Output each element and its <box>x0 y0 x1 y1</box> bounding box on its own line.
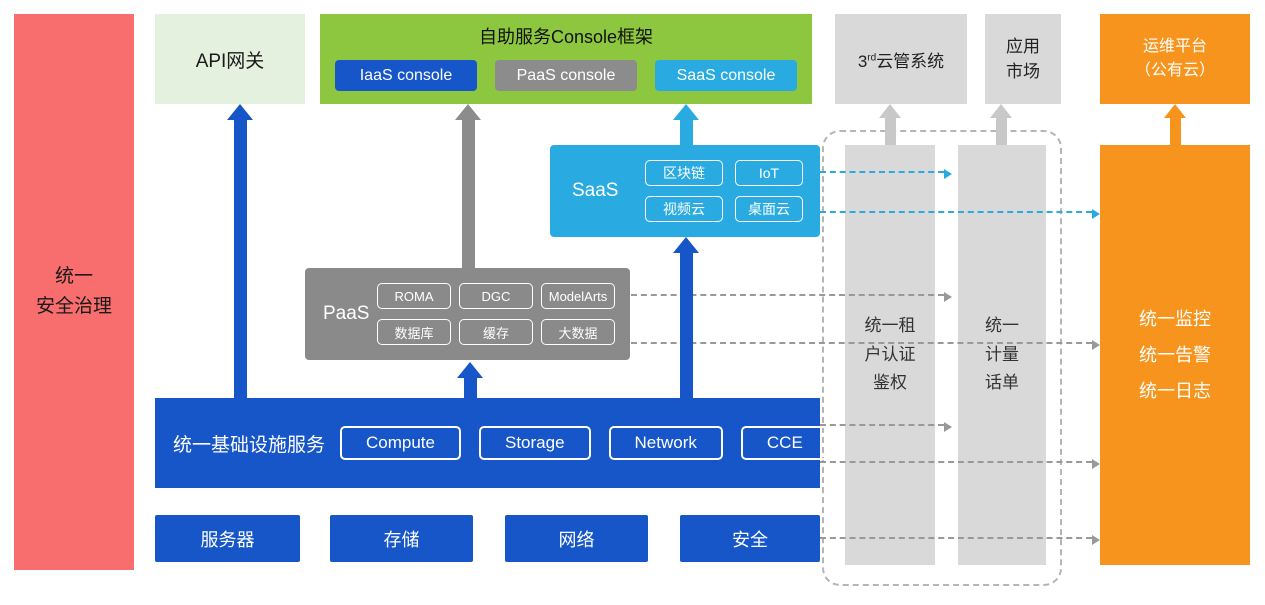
arrow-shaft <box>884 118 896 145</box>
paas-layer-box: PaaS ROMA DGC ModelArts 数据库 缓存 大数据 <box>305 268 630 360</box>
paas-services-grid: ROMA DGC ModelArts 数据库 缓存 大数据 <box>377 283 615 345</box>
hardware-server-box: 服务器 <box>155 515 300 562</box>
tenant-auth-bar: 统一租 户认证 鉴权 <box>845 145 935 565</box>
arrow-head <box>455 104 481 120</box>
app-market-box: 应用 市场 <box>985 14 1061 104</box>
hardware-security-box: 安全 <box>680 515 820 562</box>
saas-layer-box: SaaS 区块链 IoT 视频云 桌面云 <box>550 145 820 237</box>
arrow-iaas-to-paas <box>457 362 483 398</box>
console-framework-box: 自助服务Console框架 IaaS console PaaS console … <box>320 14 812 104</box>
paas-layer-label: PaaS <box>323 303 370 324</box>
monitoring-alarm-log-bar: 统一监控 统一告警 统一日志 <box>1100 145 1250 565</box>
arrow-head <box>1164 104 1186 118</box>
arrow-saas-to-console <box>673 104 699 145</box>
iaas-console-chip: IaaS console <box>335 60 477 91</box>
paas-service-bigdata: 大数据 <box>541 319 615 345</box>
paas-service-roma: ROMA <box>377 283 451 309</box>
arrow-head <box>227 104 253 120</box>
paas-console-chip: PaaS console <box>495 60 637 91</box>
third-party-rest-text: 云管系统 <box>876 51 945 71</box>
hardware-network-box: 网络 <box>505 515 648 562</box>
paas-service-database: 数据库 <box>377 319 451 345</box>
infrastructure-services-row: Compute Storage Network CCE <box>340 426 829 460</box>
connector-hardware-to-om-bar <box>820 535 1100 545</box>
console-framework-title: 自助服务Console框架 <box>478 27 654 47</box>
saas-service-blockchain: 区块链 <box>645 160 723 186</box>
arrow-shaft <box>679 120 693 145</box>
third-party-base-text: 3 <box>857 51 868 71</box>
metering-billing-bar: 统一 计量 话单 <box>958 145 1046 565</box>
third-party-cloud-mgmt-box: 3rd云管系统 <box>835 14 967 104</box>
connector-paas-to-auth <box>631 292 952 302</box>
arrow-shaft <box>463 378 477 398</box>
third-party-sup-text: rd <box>867 51 877 63</box>
arrow-paas-to-console <box>455 104 481 268</box>
shared-services-dashed-frame <box>822 130 1062 586</box>
infra-service-network: Network <box>608 426 723 460</box>
infra-service-cce: CCE <box>740 426 829 460</box>
om-platform-box: 运维平台 （公有云） <box>1100 14 1250 104</box>
arrow-iaas-to-saas <box>673 237 699 398</box>
console-chip-row: IaaS console PaaS console SaaS console <box>320 49 812 91</box>
connector-saas-to-om-bar <box>820 209 1100 219</box>
infra-service-compute: Compute <box>340 426 461 460</box>
saas-layer-label: SaaS <box>572 180 619 201</box>
security-governance-bar: 统一 安全治理 <box>14 14 134 570</box>
arrow-head <box>673 104 699 120</box>
infrastructure-layer-box: 统一基础设施服务 Compute Storage Network CCE <box>155 398 829 488</box>
arrow-ombar-to-om-platform <box>1164 104 1186 145</box>
saas-service-video-cloud: 视频云 <box>645 196 723 222</box>
paas-service-cache: 缓存 <box>459 319 533 345</box>
arrow-iaas-to-api-gateway <box>227 104 253 398</box>
arrow-shaft <box>461 120 475 268</box>
arrow-shaft <box>679 253 693 398</box>
saas-service-iot: IoT <box>735 160 803 186</box>
infra-service-storage: Storage <box>478 426 591 460</box>
saas-console-chip: SaaS console <box>655 60 797 91</box>
connector-iaas-to-om-bar <box>820 459 1100 469</box>
connector-saas-to-auth <box>820 169 952 179</box>
arrow-auth-to-third-party <box>879 104 901 145</box>
paas-service-dgc: DGC <box>459 283 533 309</box>
connector-iaas-to-auth <box>820 422 952 432</box>
arrow-head <box>673 237 699 253</box>
paas-service-modelarts: ModelArts <box>541 283 615 309</box>
arrow-billing-to-app-market <box>990 104 1012 145</box>
connector-paas-to-om-bar <box>631 340 1100 350</box>
saas-service-desktop-cloud: 桌面云 <box>735 196 803 222</box>
arrow-shaft <box>995 118 1007 145</box>
infrastructure-layer-label: 统一基础设施服务 <box>173 434 326 456</box>
saas-services-grid: 区块链 IoT 视频云 桌面云 <box>645 160 803 222</box>
arrow-head <box>457 362 483 378</box>
hardware-storage-box: 存储 <box>330 515 473 562</box>
arrow-head <box>879 104 901 118</box>
api-gateway-box: API网关 <box>155 14 305 104</box>
arrow-shaft <box>1169 118 1181 145</box>
arrow-shaft <box>233 120 247 398</box>
arrow-head <box>990 104 1012 118</box>
